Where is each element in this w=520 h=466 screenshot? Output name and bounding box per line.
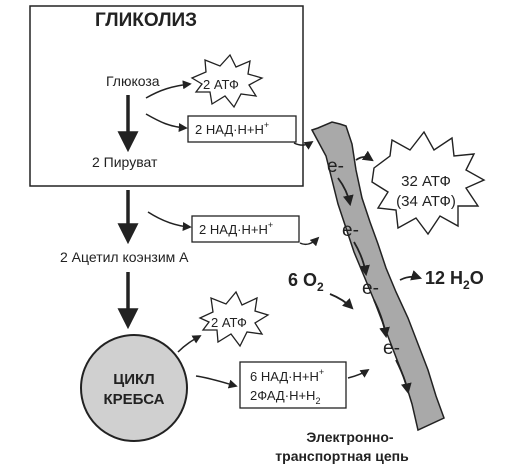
nadh-fadh-box-krebs	[239, 361, 347, 409]
fadh-box-krebs-line2: 2ФАД·Н+Н2	[250, 388, 320, 406]
nadh-box-acetyl	[191, 215, 300, 243]
electron-arrow-2	[353, 241, 370, 277]
krebs-circle-line1: ЦИКЛ	[113, 371, 154, 388]
atp-burst-glycolysis	[190, 53, 264, 109]
arrow-nadh-to-chain-2	[299, 236, 320, 247]
arrow-nadh-to-chain-1	[293, 141, 314, 150]
electron-label-2: e-	[342, 220, 359, 241]
water-label: 12 H2O	[425, 268, 484, 292]
acetyl-coa-label: 2 Ацетил коэнзим А	[60, 249, 189, 265]
atp-burst-krebs	[198, 290, 270, 348]
arrow-krebs-nadh	[195, 375, 238, 389]
nadh-box-krebs-line1: 6 НАД·Н+Н+	[250, 367, 324, 384]
electron-label-3: e-	[362, 278, 379, 299]
pyruvate-label: 2 Пируват	[92, 154, 158, 170]
electron-arrow-4	[395, 359, 412, 395]
atp-burst-glycolysis-label: 2 АТФ	[203, 77, 239, 92]
atp-burst-krebs-label: 2 АТФ	[211, 315, 247, 330]
electron-arrow-3	[373, 299, 390, 339]
nadh-box-acetyl-label: 2 НАД·Н+Н+	[199, 220, 273, 237]
arrow-nadh-to-chain-3	[347, 369, 370, 379]
krebs-cycle-circle	[80, 334, 188, 442]
arrow-oxygen-in	[329, 293, 354, 310]
etc-caption-line1: Электронно-	[306, 429, 394, 445]
krebs-circle-line2: КРЕБСА	[103, 391, 164, 408]
nadh-box-glycolysis	[187, 115, 297, 143]
arrow-pyruvate-nadh	[147, 211, 192, 232]
etc-caption-line2: транспортная цепь	[275, 448, 409, 464]
electron-label-4: e-	[383, 338, 400, 359]
electron-arrow-1	[337, 177, 354, 207]
oxygen-label: 6 O2	[288, 270, 324, 294]
electron-label-1: e-	[327, 156, 344, 177]
atp-burst-etc-line2: (34 АТФ)	[396, 193, 456, 210]
glycolysis-frame	[29, 5, 304, 187]
arrow-glucose-atp	[145, 80, 192, 99]
arrow-krebs-atp	[177, 335, 202, 353]
nadh-box-glycolysis-label: 2 НАД·Н+Н+	[195, 120, 269, 137]
glycolysis-title: ГЛИКОЛИЗ	[95, 10, 197, 31]
arrow-glucose-nadh	[145, 113, 188, 133]
glucose-label: Глюкоза	[106, 73, 160, 89]
arrow-chain-atp	[355, 150, 374, 162]
arrow-water-out	[399, 270, 423, 281]
atp-burst-etc-line1: 32 АТФ	[401, 173, 451, 190]
atp-burst-etc	[371, 130, 486, 236]
